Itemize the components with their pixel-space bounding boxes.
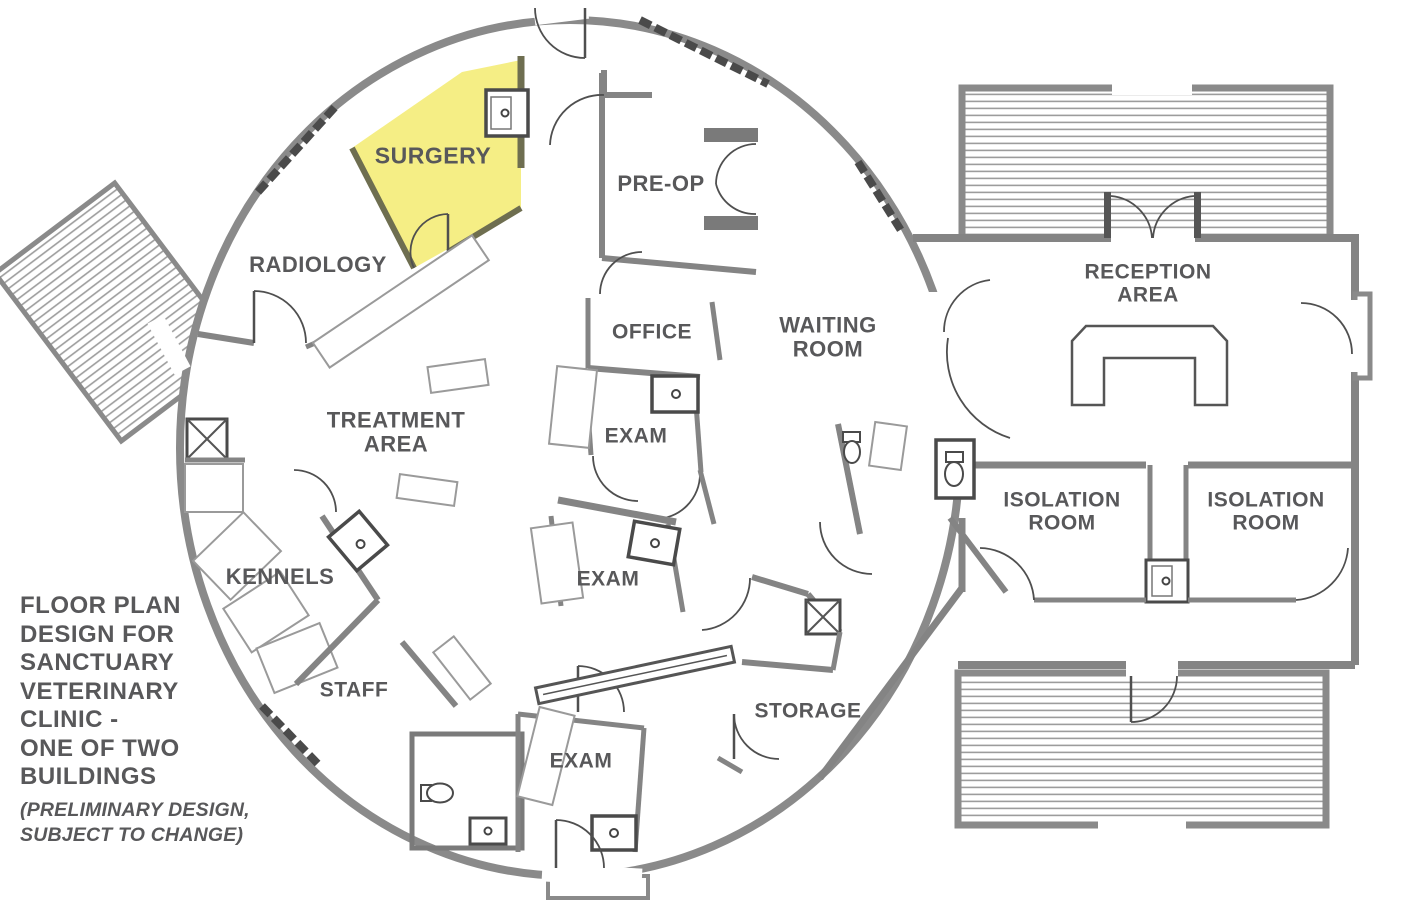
title-line: SANCTUARY (20, 649, 175, 676)
room-label-kennels: KENNELS (225, 564, 335, 590)
title-line: VETERINARY (20, 677, 179, 705)
room-label-exam-upper: EXAM (604, 424, 668, 448)
xray-table (311, 233, 491, 369)
room-label-surgery: SURGERY (374, 142, 492, 169)
upper-deck (958, 80, 1334, 242)
pre-op-room (599, 73, 758, 275)
room-label-exam-lower: EXAM (549, 749, 613, 773)
sink-restroom (468, 816, 508, 846)
exam-room-lower (515, 665, 647, 853)
treatment-tables (184, 357, 490, 513)
southeast-wall (817, 585, 965, 781)
title-block: FLOOR PLAN DESIGN FOR SANCTUARY VETERINA… (20, 592, 290, 848)
exam-room-middle (529, 496, 686, 613)
title-note-line: SUBJECT TO CHANGE) (20, 823, 244, 846)
reception-desk (1070, 324, 1229, 407)
room-label-isolation-left: ISOLATION ROOM (1003, 488, 1121, 534)
corridor-bench (533, 644, 737, 706)
room-label-storage: STORAGE (754, 699, 862, 723)
title-line: DESIGN FOR (20, 620, 175, 648)
title-line: FLOOR PLAN (20, 592, 181, 619)
sink-isolation (1144, 558, 1190, 604)
entry-door-jamb (1104, 192, 1111, 238)
staff-room (399, 634, 493, 708)
room-label-isolation-right: ISOLATION ROOM (1207, 488, 1325, 534)
annex-building (913, 192, 1373, 723)
north-entry (532, 0, 652, 146)
room-label-reception-area: RECEPTION AREA (1084, 260, 1212, 306)
exam-room-upper (547, 365, 704, 520)
title-note-line: (PRELIMINARY DESIGN, (20, 798, 250, 821)
kennels-room (185, 457, 390, 695)
room-label-office: OFFICE (612, 320, 692, 344)
utility-shaft-storage (804, 598, 842, 636)
entry-door-jamb (1194, 192, 1201, 238)
room-label-waiting-room: WAITING ROOM (779, 312, 877, 361)
utility-shaft (185, 417, 229, 461)
sink-kennels (326, 508, 390, 574)
sink-surgery (484, 88, 530, 138)
surgery-room (349, 56, 530, 270)
room-label-radiology: RADIOLOGY (249, 252, 387, 278)
sink-exam-middle (626, 519, 682, 567)
exterior-openings (147, 315, 650, 900)
room-label-pre-op: PRE-OP (617, 171, 705, 197)
restroom-connector (934, 438, 976, 500)
title-line: CLINIC - (20, 706, 119, 733)
room-label-exam-middle: EXAM (576, 567, 640, 591)
room-label-treatment-area: TREATMENT AREA (326, 407, 466, 456)
title-line: ONE OF TWO (20, 734, 180, 762)
lower-deck (954, 669, 1330, 833)
room-label-staff: STAFF (319, 678, 389, 702)
restroom-waiting (697, 420, 909, 575)
radiology-room (197, 233, 491, 369)
sink-exam-upper (650, 374, 700, 414)
waiting-to-reception-doors (943, 279, 1011, 439)
storage-room (701, 574, 843, 775)
sink-exam-lower (590, 814, 638, 852)
title-line: BUILDINGS (20, 763, 157, 790)
